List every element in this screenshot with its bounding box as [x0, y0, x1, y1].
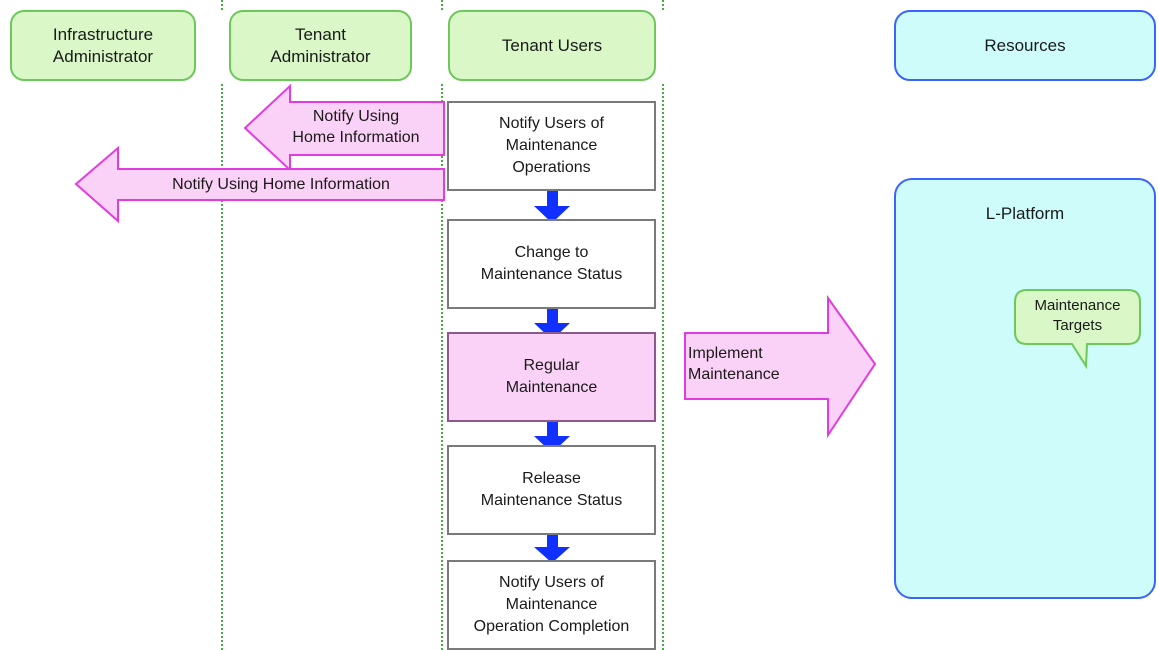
step-label: Change to Maintenance Status [480, 244, 623, 283]
notify-tenant-admin-label: Notify Using Home Information [292, 108, 420, 146]
lane-header-label: Tenant Administrator [270, 24, 371, 66]
lane-separator [662, 0, 664, 10]
step-label: Regular Maintenance [505, 357, 598, 396]
lane-separator [221, 84, 223, 650]
lane-header-label: Resources [984, 35, 1066, 55]
flow-arrow-down [534, 534, 570, 563]
lane-separator [441, 84, 443, 650]
l-platform-panel [894, 178, 1156, 599]
step-label: Notify Users of Maintenance Operation Co… [473, 574, 630, 635]
step-release-maintenance-status: Release Maintenance Status [447, 445, 656, 535]
step-regular-maintenance: Regular Maintenance [447, 332, 656, 422]
lane-header-tenant-administrator: Tenant Administrator [229, 10, 412, 81]
notify-arrow-infra-admin [74, 145, 445, 224]
step-notify-users: Notify Users of Maintenance Operations [447, 101, 656, 191]
step-notify-completion: Notify Users of Maintenance Operation Co… [447, 560, 656, 650]
lane-header-label: Infrastructure Administrator [52, 24, 154, 66]
flow-arrow-down [534, 308, 570, 340]
lane-separator [221, 0, 223, 10]
l-platform-title: L-Platform [985, 204, 1065, 223]
step-label: Notify Users of Maintenance Operations [499, 115, 604, 176]
step-change-maintenance-status: Change to Maintenance Status [447, 219, 656, 309]
implement-arrow [684, 294, 877, 439]
lane-header-label: Tenant Users [501, 35, 603, 55]
lane-separator [441, 0, 443, 10]
implement-maintenance-label: Implement Maintenance [688, 345, 780, 383]
notify-infra-admin-label: Notify Using Home Information [172, 176, 390, 193]
lane-header-infrastructure-administrator: Infrastructure Administrator [10, 10, 196, 81]
notify-arrow-tenant-admin [243, 83, 445, 173]
lane-header-tenant-users: Tenant Users [448, 10, 656, 81]
lane-separator [662, 84, 664, 650]
flow-arrow-down [534, 190, 570, 223]
step-label: Release Maintenance Status [480, 470, 623, 509]
flow-arrows [534, 190, 570, 563]
flow-arrow-down [534, 421, 570, 453]
callout-label: Maintenance Targets [1034, 297, 1121, 334]
lane-header-resources: Resources [894, 10, 1156, 81]
